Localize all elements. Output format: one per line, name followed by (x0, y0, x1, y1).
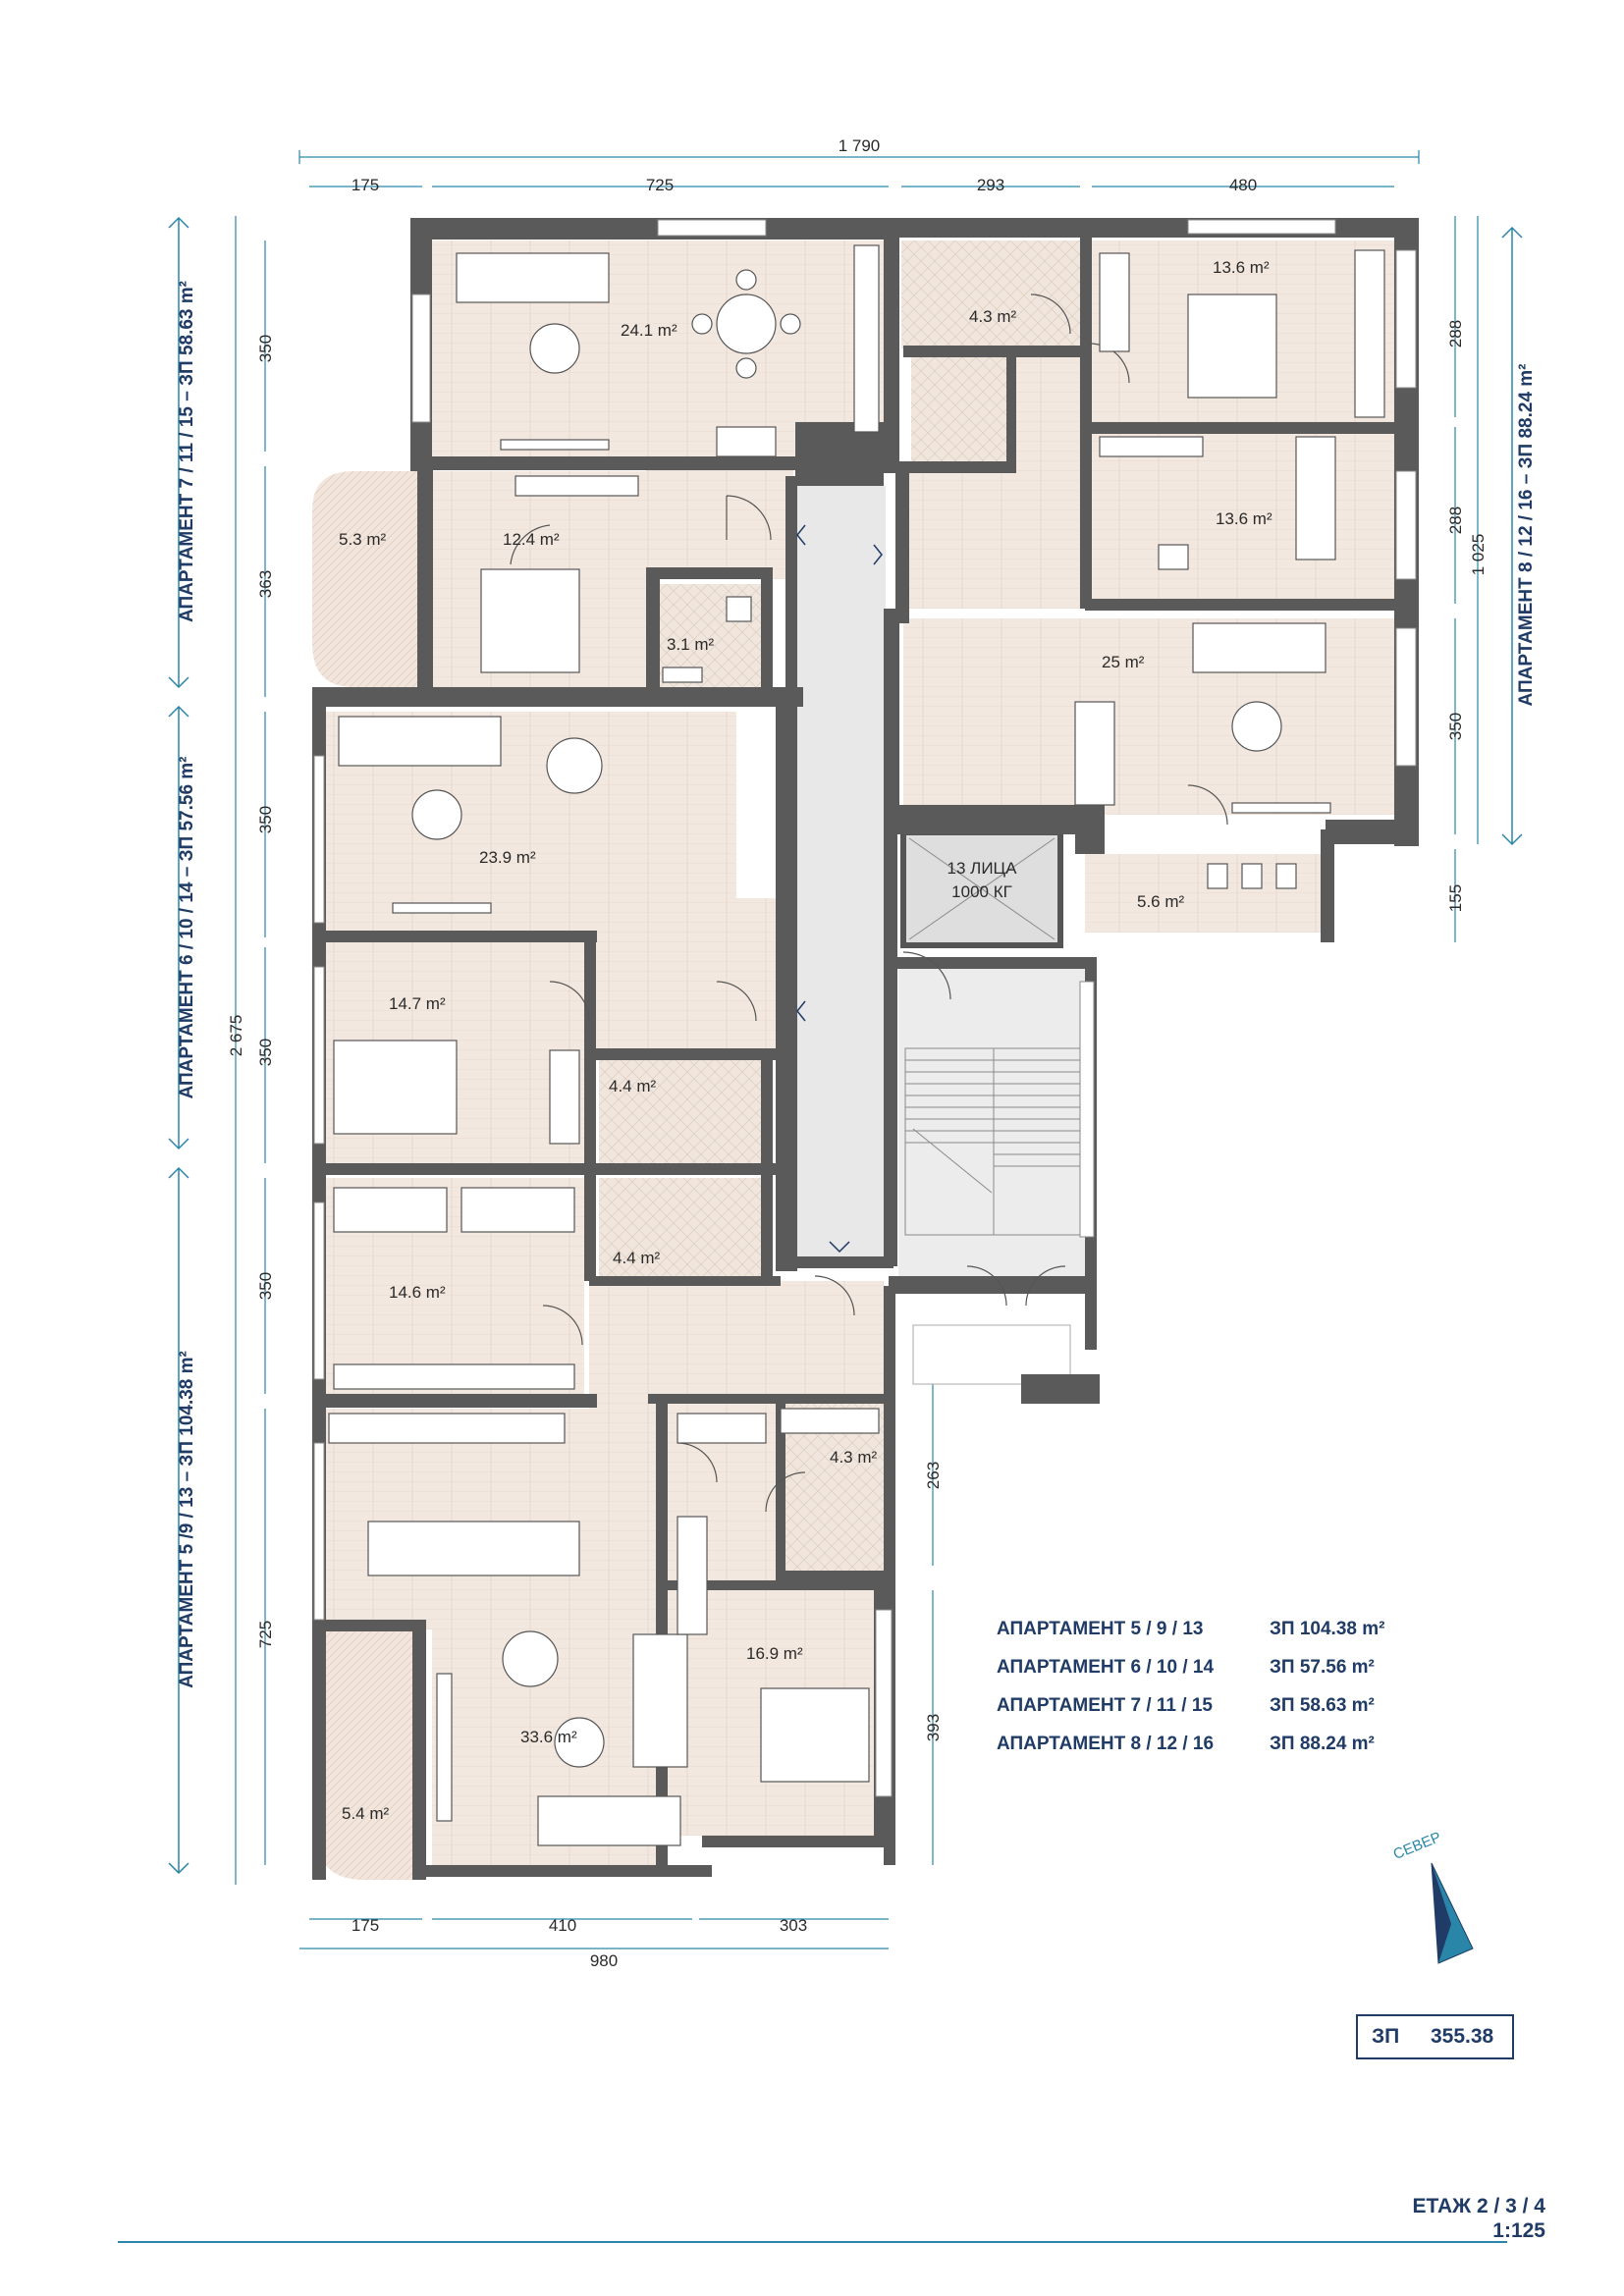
dim-right-2: 288 (1446, 507, 1465, 534)
total-area-label: ЗП (1372, 2025, 1400, 2048)
legend-row: АПАРТАМЕНТ 6 / 10 / 14 ЗП 57.56 m² (997, 1648, 1409, 1686)
dim-left-5: 350 (256, 1272, 275, 1300)
legend-apartment-name: АПАРТАМЕНТ 5 / 9 / 13 (997, 1618, 1204, 1639)
legend-apartment-area: ЗП 88.24 m² (1270, 1733, 1375, 1754)
elevator (900, 829, 1063, 948)
apartment-legend: АПАРТАМЕНТ 5 / 9 / 13 ЗП 104.38 m² АПАРТ… (997, 1610, 1409, 1763)
dim-top-total: 1 790 (839, 136, 881, 155)
footer-divider (118, 2241, 1507, 2243)
room-area-balcony-apt5: 5.4 m² (342, 1804, 390, 1823)
apartment-6-label: АПАРТАМЕНТ 6 / 10 / 14 – ЗП 57.56 m² (177, 756, 197, 1098)
legend-apartment-name: АПАРТАМЕНТ 8 / 12 / 16 (997, 1733, 1215, 1754)
room-area-bath-apt5-a: 4.4 m² (613, 1249, 661, 1267)
room-area-bedroom-apt8-a: 13.6 m² (1213, 258, 1270, 277)
elevator-capacity-people: 13 ЛИЦА (947, 859, 1018, 878)
dim-top-1: 175 (352, 176, 379, 194)
elevator-capacity-weight: 1000 КГ (951, 882, 1012, 901)
dim-left-3: 350 (256, 806, 275, 833)
legend-apartment-name: АПАРТАМЕНТ 6 / 10 / 14 (997, 1656, 1215, 1678)
dim-bottom-2: 410 (549, 1916, 576, 1935)
room-area-living-apt7: 24.1 m² (621, 321, 677, 340)
legend-apartment-area: ЗП 57.56 m² (1270, 1656, 1375, 1678)
total-area-value: 355.38 (1431, 2025, 1494, 2048)
windows (313, 219, 1417, 1797)
apartment-7-label: АПАРТАМЕНТ 7 / 11 / 15 – ЗП 58.63 m² (177, 281, 197, 622)
doors (510, 294, 1228, 1513)
stair (904, 1047, 1083, 1236)
dim-top-4: 480 (1229, 176, 1257, 194)
furniture (328, 244, 1385, 1846)
dimension-lines (235, 150, 1479, 1949)
dim-right-lower-2: 393 (924, 1714, 943, 1741)
legend-apartment-area: ЗП 58.63 m² (1270, 1694, 1375, 1716)
room-area-living-apt8: 25 m² (1102, 653, 1145, 671)
dim-right-3: 350 (1446, 713, 1465, 740)
dim-right-lower-1: 263 (924, 1462, 943, 1489)
room-area-bedroom-apt8-b: 13.6 m² (1216, 509, 1272, 528)
room-area-bedroom-apt5-b: 16.9 m² (746, 1644, 803, 1663)
room-area-balcony-apt7: 5.3 m² (339, 530, 387, 549)
north-arrow-icon (1431, 1862, 1474, 1964)
room-area-bath-apt6: 4.4 m² (609, 1077, 657, 1095)
dim-left-6: 725 (256, 1621, 275, 1648)
room-area-bath-apt5-b: 4.3 m² (830, 1448, 878, 1467)
dim-right-total: 1 025 (1469, 534, 1488, 576)
dim-left-4: 350 (256, 1039, 275, 1066)
dim-left-2: 363 (256, 570, 275, 598)
floor-info: ЕТАЖ 2 / 3 / 4 1:125 (1412, 2194, 1545, 2243)
legend-row: АПАРТАМЕНТ 8 / 12 / 16 ЗП 88.24 m² (997, 1725, 1409, 1763)
dim-top-2: 725 (646, 176, 674, 194)
dim-bottom-3: 303 (780, 1916, 807, 1935)
apartment-5-label: АПАРТАМЕНТ 5 /9 / 13 – ЗП 104.38 m² (177, 1351, 197, 1688)
dim-right-4: 155 (1446, 884, 1465, 912)
dim-bottom-1: 175 (352, 1916, 379, 1935)
floor-scale: 1:125 (1492, 2219, 1545, 2242)
dim-top-3: 293 (977, 176, 1004, 194)
legend-row: АПАРТАМЕНТ 7 / 11 / 15 ЗП 58.63 m² (997, 1686, 1409, 1725)
room-area-bedroom-apt7: 12.4 m² (503, 530, 560, 549)
room-area-living-apt5: 33.6 m² (520, 1728, 577, 1746)
room-area-bath-apt8: 4.3 m² (969, 307, 1017, 326)
apartment-8-label: АПАРТАМЕНТ 8 / 12 / 16 – ЗП 88.24 m² (1516, 363, 1537, 706)
legend-apartment-name: АПАРТАМЕНТ 7 / 11 / 15 (997, 1694, 1213, 1716)
room-area-bedroom-apt6: 14.7 m² (389, 994, 446, 1013)
legend-row: АПАРТАМЕНТ 5 / 9 / 13 ЗП 104.38 m² (997, 1610, 1409, 1648)
room-area-bath-apt7: 3.1 m² (667, 635, 715, 654)
dim-left-1: 350 (256, 335, 275, 362)
room-area-bedroom-apt5-a: 14.6 m² (389, 1283, 446, 1302)
room-area-balcony-apt8: 5.6 m² (1137, 892, 1185, 911)
apartment-brackets (168, 216, 1523, 1875)
total-area-box: ЗП 355.38 (1356, 2014, 1514, 2059)
room-area-living-apt6: 23.9 m² (479, 848, 536, 867)
dim-bottom-total: 980 (590, 1951, 618, 1970)
dim-left-total: 2 675 (227, 1015, 245, 1057)
floor-title: ЕТАЖ 2 / 3 / 4 (1412, 2195, 1545, 2217)
legend-apartment-area: ЗП 104.38 m² (1270, 1618, 1385, 1639)
dim-right-1: 288 (1446, 320, 1465, 347)
corridor-arrow-icons (796, 524, 883, 1254)
